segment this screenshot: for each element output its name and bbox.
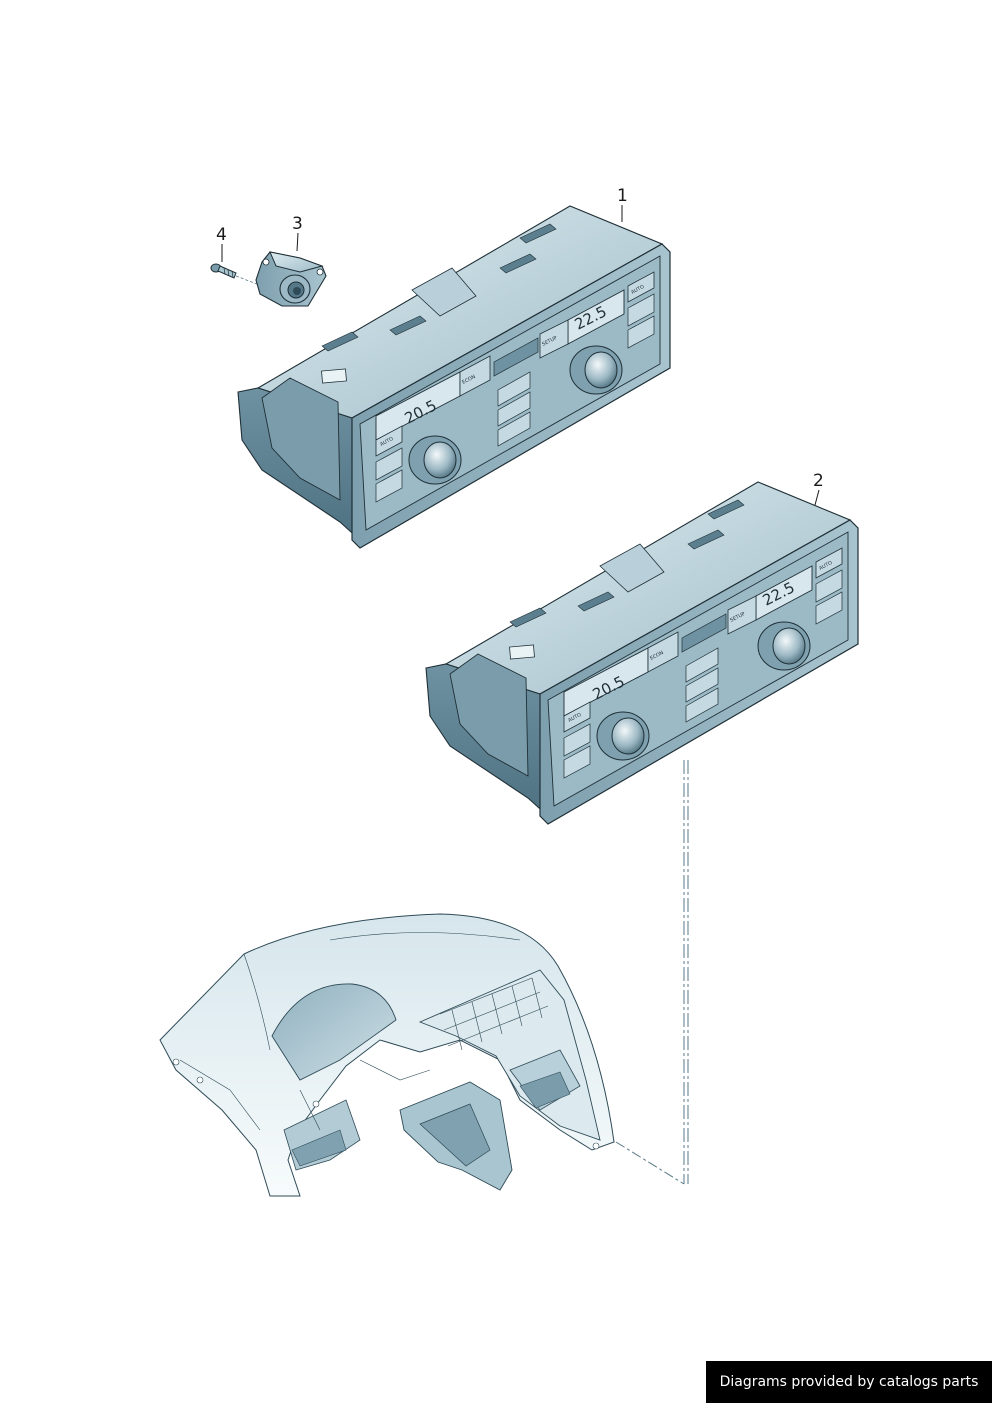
screw-part-4 bbox=[210, 263, 263, 287]
sensor-part-3 bbox=[255, 251, 327, 307]
climate-control-unit-2: 20.5 22.5 AUTO AUTO ECON SETUP bbox=[425, 481, 859, 825]
unit-1-auto-right: AUTO bbox=[630, 284, 645, 296]
dashboard-panel bbox=[159, 913, 615, 1197]
callout-3-label: 3 bbox=[292, 214, 303, 234]
unit-2-auto-left: AUTO bbox=[567, 712, 582, 724]
callout-2-label: 2 bbox=[813, 471, 824, 491]
unit-1-econ: ECON bbox=[461, 374, 477, 386]
callout-1: 1 bbox=[617, 186, 628, 222]
callout-1-label: 1 bbox=[617, 186, 628, 206]
installation-leader-line bbox=[615, 760, 689, 1185]
callout-4-label: 4 bbox=[216, 225, 227, 245]
diagram-credit-banner: Diagrams provided by catalogs parts bbox=[706, 1361, 992, 1403]
climate-control-unit-1: 20.5 22.5 AUTO AUTO ECON SETUP bbox=[237, 205, 671, 549]
callout-4: 4 bbox=[216, 225, 227, 262]
diagram-credit-text: Diagrams provided by catalogs parts bbox=[719, 1374, 979, 1390]
unit-1-auto-left: AUTO bbox=[379, 436, 394, 448]
unit-2-econ: ECON bbox=[649, 650, 665, 662]
unit-2-auto-right: AUTO bbox=[818, 560, 833, 572]
callout-2: 2 bbox=[813, 471, 824, 506]
callout-3: 3 bbox=[292, 214, 303, 252]
